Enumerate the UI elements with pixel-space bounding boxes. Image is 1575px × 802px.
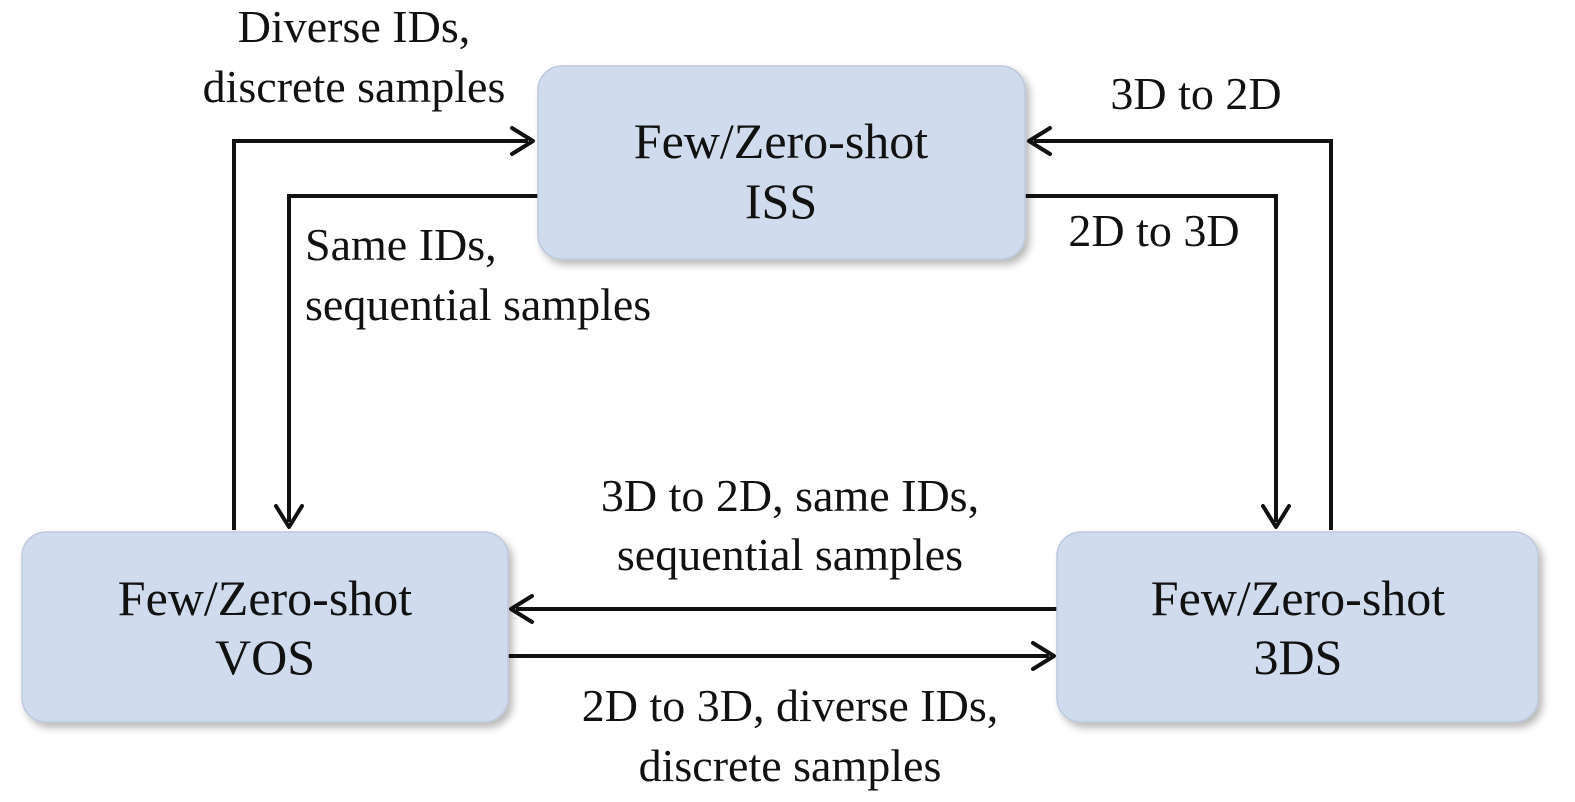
edges <box>232 126 1333 671</box>
edge-iss-to-vos <box>274 194 538 529</box>
edge-3ds-to-iss <box>1027 126 1333 530</box>
label-vos-to-3ds: 2D to 3D, diverse IDs, discrete samples <box>582 680 999 791</box>
node-vos-line1: Few/Zero-shot <box>118 570 412 626</box>
arrowhead-right-icon <box>1031 641 1056 671</box>
label-3ds-to-iss: 3D to 2D <box>1110 68 1281 119</box>
label-3ds-to-vos-line2: sequential samples <box>617 529 963 580</box>
edge-iss-to-3ds <box>1025 194 1291 529</box>
node-vos-line2: VOS <box>215 629 315 685</box>
node-3ds-line2: 3DS <box>1254 629 1343 685</box>
label-vos-to-3ds-line1: 2D to 3D, diverse IDs, <box>582 680 999 731</box>
label-vos-to-iss: Diverse IDs, discrete samples <box>203 1 506 112</box>
label-3ds-to-iss-line1: 3D to 2D <box>1110 68 1281 119</box>
label-vos-to-3ds-line2: discrete samples <box>639 740 942 791</box>
node-3ds-line1: Few/Zero-shot <box>1151 570 1445 626</box>
node-iss-line1: Few/Zero-shot <box>634 113 928 169</box>
node-iss-line2: ISS <box>745 173 817 229</box>
arrowhead-left-icon <box>1027 126 1052 156</box>
label-3ds-to-vos-line1: 3D to 2D, same IDs, <box>601 470 979 521</box>
label-iss-to-vos-line2: sequential samples <box>305 279 651 330</box>
label-iss-to-3ds-line1: 2D to 3D <box>1068 205 1239 256</box>
node-vos: Few/Zero-shot VOS <box>21 531 509 723</box>
edge-vos-to-3ds <box>508 641 1056 671</box>
arrowhead-right-icon <box>510 126 535 156</box>
node-3ds: Few/Zero-shot 3DS <box>1056 531 1539 723</box>
node-iss: Few/Zero-shot ISS <box>537 65 1026 260</box>
arrowhead-down-icon <box>1261 504 1291 529</box>
edge-vos-to-iss <box>232 126 535 530</box>
label-iss-to-vos: Same IDs, sequential samples <box>305 219 651 330</box>
label-iss-to-3ds: 2D to 3D <box>1068 205 1239 256</box>
label-iss-to-vos-line1: Same IDs, <box>305 219 497 270</box>
label-3ds-to-vos: 3D to 2D, same IDs, sequential samples <box>601 470 979 580</box>
arrowhead-down-icon <box>274 504 304 529</box>
label-vos-to-iss-line1: Diverse IDs, <box>238 1 471 52</box>
arrowhead-left-icon <box>509 594 534 624</box>
label-vos-to-iss-line2: discrete samples <box>203 61 506 112</box>
edge-3ds-to-vos <box>509 594 1057 624</box>
